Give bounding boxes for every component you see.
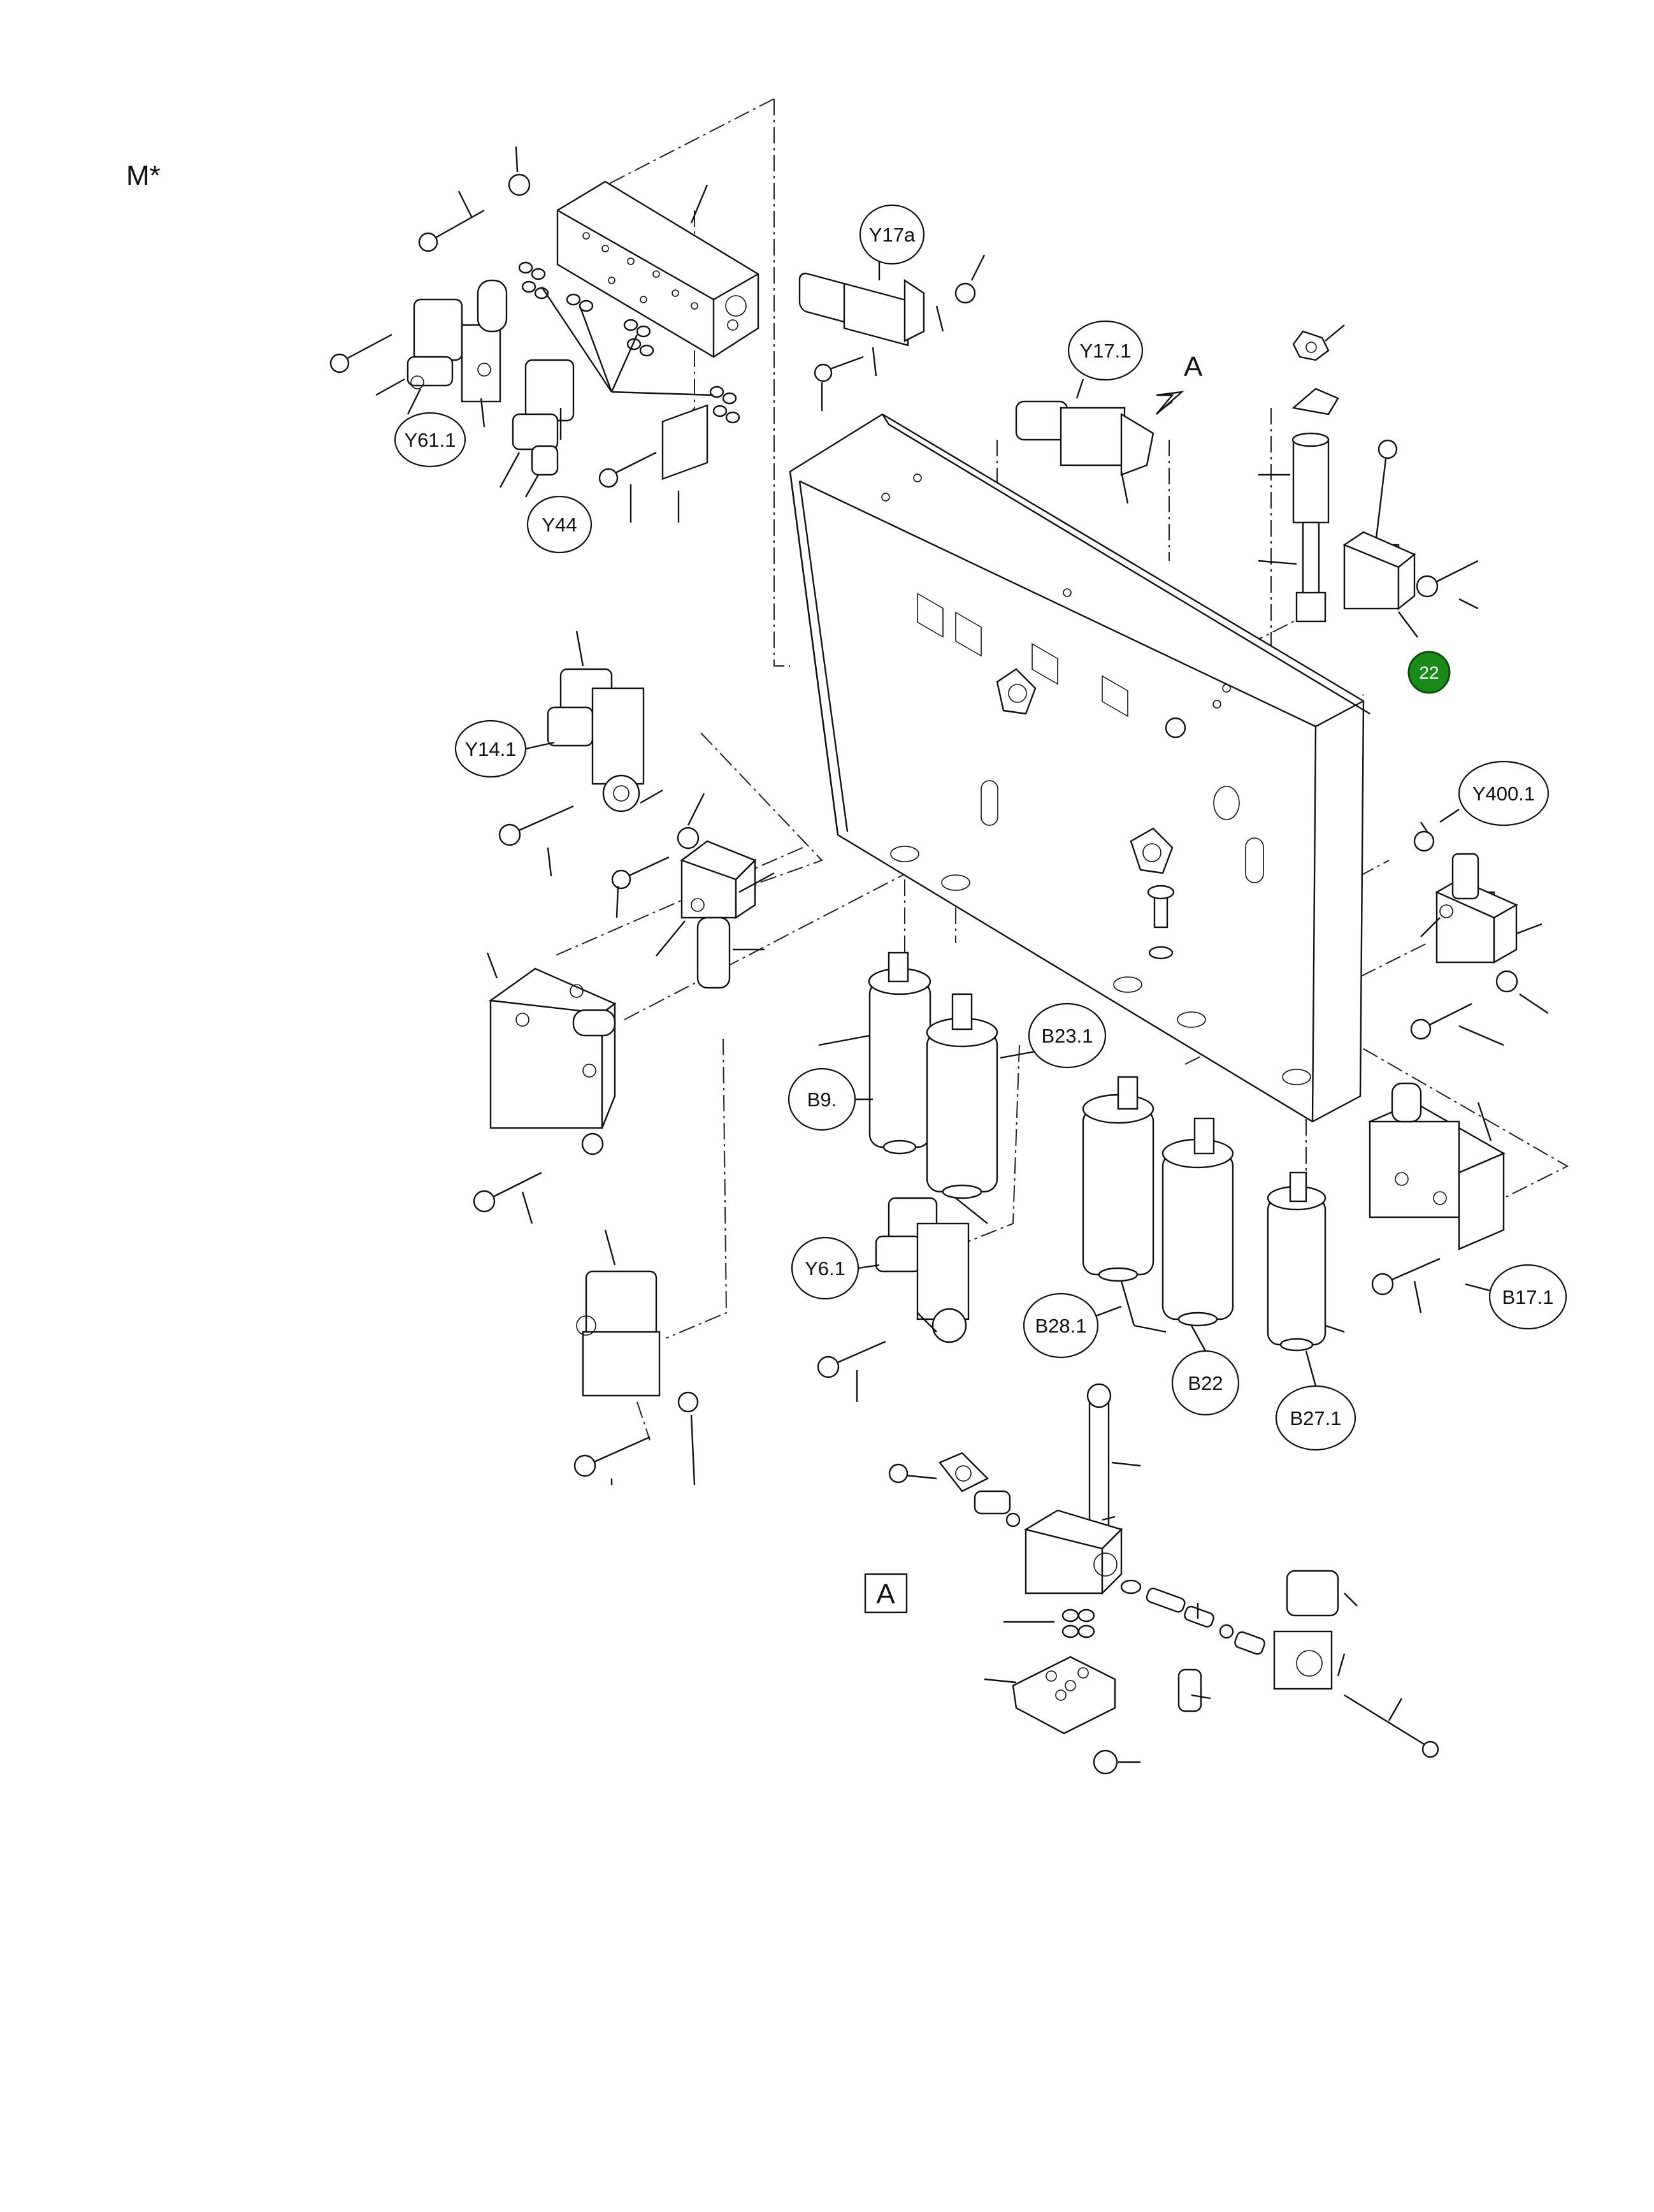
callout-y400-1[interactable]: Y400.1 [1458,760,1550,827]
valve-block-left [473,952,617,1224]
callout-y61-1[interactable]: Y61.1 [394,412,466,468]
callout-y14-1[interactable]: Y14.1 [454,719,527,778]
svg-text:B28.1: B28.1 [1035,1315,1086,1337]
callout-b9[interactable]: B9. [787,1067,856,1131]
svg-text:Y17.1: Y17.1 [1079,340,1131,362]
callout-y17-1[interactable]: Y17.1 [1067,320,1144,381]
svg-text:Y6.1: Y6.1 [805,1257,845,1280]
valve-block-b17 [1368,1082,1506,1313]
small-valve-block [611,793,775,989]
solenoid-valve-lower-left [573,1229,699,1486]
detail-marker-box: A [864,1573,908,1614]
solenoid-valve-y400 [1420,853,1543,964]
callout-y17a[interactable]: Y17a [859,204,925,265]
solenoid-valve-y6 [817,1197,970,1402]
callout-b23-1[interactable]: B23.1 [1028,1002,1107,1069]
svg-text:B23.1: B23.1 [1041,1025,1093,1047]
bolts-top-left [329,146,708,523]
callout-leaders [406,261,1490,1387]
svg-text:Y61.1: Y61.1 [404,429,456,451]
svg-text:Y400.1: Y400.1 [1472,783,1535,805]
panel-nuts [996,668,1549,1046]
detail-a-assembly [888,1383,1439,1775]
o-rings [518,261,740,424]
callout-y6-1[interactable]: Y6.1 [791,1236,859,1300]
manifold-block [556,180,759,358]
main-panel [789,413,1370,1123]
lever-valve-assembly [1258,324,1479,638]
svg-text:Y44: Y44 [542,514,577,536]
item-22-highlight[interactable]: 22 [1407,651,1451,694]
svg-text:Y14.1: Y14.1 [464,738,516,760]
item-22-label: 22 [1419,663,1439,683]
page-marker: M* [126,160,161,191]
svg-text:B17.1: B17.1 [1502,1286,1553,1308]
detail-marker-label: A [876,1579,895,1610]
solenoid-valve-y14 [498,630,663,877]
callout-b22[interactable]: B22 [1171,1350,1240,1416]
svg-text:B9.: B9. [807,1088,837,1111]
callout-b27-1[interactable]: B27.1 [1275,1385,1356,1451]
solenoid-valve-y17-1 [1015,391,1184,504]
callout-b28-1[interactable]: B28.1 [1023,1292,1099,1359]
solenoid-valve-y17a [798,254,986,411]
view-arrow-label: A [1184,351,1203,382]
callout-b17-1[interactable]: B17.1 [1488,1264,1567,1330]
solenoid-valve-y61 [375,279,508,428]
filters-b9-b23 [818,951,1036,1224]
callout-y44[interactable]: Y44 [526,495,593,554]
solenoid-valve-y44 [499,359,575,488]
filters-b28-b22-b27 [1082,1076,1345,1352]
svg-text:B27.1: B27.1 [1290,1407,1341,1429]
svg-text:Y17a: Y17a [869,224,916,246]
svg-text:B22: B22 [1188,1372,1223,1394]
